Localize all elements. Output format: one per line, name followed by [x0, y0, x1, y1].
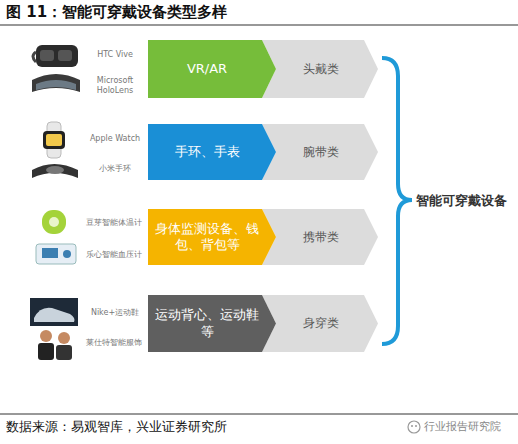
shoe-icon	[30, 298, 78, 326]
product-name: 小米手环	[84, 164, 146, 174]
watermark: 行业报告研究院	[424, 420, 516, 433]
product-name: Microsoft HoloLens	[84, 76, 146, 95]
box-fill	[148, 209, 276, 265]
box-fill	[262, 124, 378, 180]
type-chevron: 头戴类	[262, 40, 378, 98]
thermometer-icon	[42, 210, 66, 234]
blood-pressure-icon	[36, 244, 76, 264]
box-text: 身体监测设备、钱包、背包等	[154, 221, 260, 254]
category-box: 身体监测设备、钱包、背包等	[148, 209, 276, 265]
figure-title: 图 11：智能可穿戴设备类型多样	[6, 3, 227, 22]
band-icon	[32, 164, 78, 178]
watermark-icon	[408, 421, 420, 433]
brace	[382, 58, 412, 344]
caption-rule	[0, 414, 518, 415]
title-rule	[0, 24, 518, 25]
chevron-text: 携带类	[303, 230, 339, 245]
box-text: VR/AR	[187, 61, 227, 77]
type-chevron: 腕带类	[262, 124, 378, 180]
box-text: 运动背心、运动鞋等	[154, 307, 260, 340]
box-fill	[148, 295, 276, 352]
category-summary: 智能可穿戴设备	[416, 193, 516, 208]
product-name: 豆芽智能体温计	[82, 218, 146, 228]
box-fill	[262, 295, 378, 352]
product-name: 莱仕特智能服饰	[82, 338, 146, 348]
chevron-text: 头戴类	[303, 62, 339, 77]
type-chevron: 携带类	[262, 209, 378, 265]
category-box: 运动背心、运动鞋等	[148, 295, 276, 352]
chevron-text: 身穿类	[303, 316, 339, 331]
box-fill	[262, 40, 378, 98]
box-fill	[148, 124, 276, 180]
source-caption: 数据来源：易观智库，兴业证券研究所	[6, 418, 227, 436]
product-name: 乐心智能血压计	[82, 250, 146, 260]
chevron-text: 腕带类	[303, 145, 339, 160]
box-text: 手环、手表	[175, 144, 240, 160]
type-chevron: 身穿类	[262, 295, 378, 352]
vr-headset-icon	[33, 45, 78, 67]
box-fill	[148, 40, 276, 98]
box-fill	[262, 209, 378, 265]
hololens-icon	[32, 74, 80, 92]
watch-icon	[43, 122, 65, 158]
product-name: HTC Vive	[84, 50, 146, 60]
product-name: Nike+运动鞋	[84, 308, 146, 318]
product-name: Apple Watch	[84, 134, 146, 144]
apparel-icon	[38, 330, 72, 360]
category-box: 手环、手表	[148, 124, 276, 180]
category-box: VR/AR	[148, 40, 276, 98]
